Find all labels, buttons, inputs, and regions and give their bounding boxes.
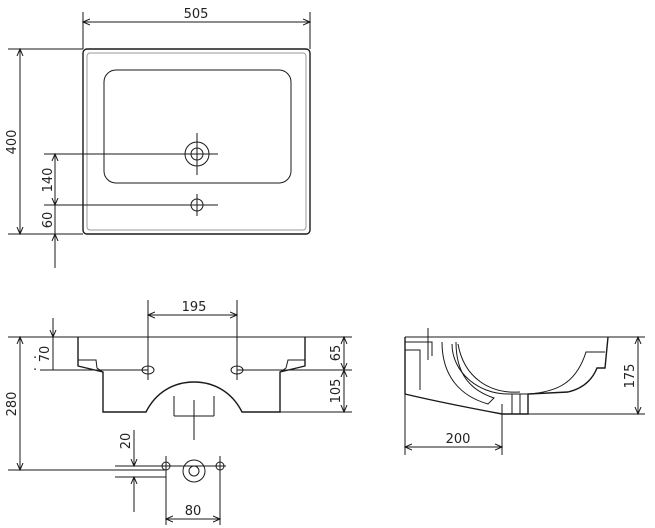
side-view: 175 200 [405,328,645,455]
basin-outline [82,48,311,235]
top-view: 505 400 140 60 [5,7,310,268]
dim-side-height-175: 175 [623,364,638,389]
dim-hole-height-70: 70 [38,346,53,363]
dim-width-505: 505 [184,7,209,22]
svg-text:·: · [33,351,37,366]
drain-outlet-icon [182,459,206,483]
side-body-outline [404,336,609,415]
dim-hole-spacing-195: 195 [182,300,207,315]
dim-total-height-280: 280 [5,392,20,417]
dim-hole-height-65: 65 [329,345,344,362]
svg-text:·: · [33,363,37,378]
dim-edge-offset-60: 60 [41,212,56,229]
dim-height-400: 400 [5,130,20,155]
dim-drain-offset-140: 140 [41,168,56,193]
dim-side-depth-200: 200 [446,432,471,447]
bowl-outline [103,69,292,184]
dim-fixing-spacing-80: 80 [185,504,202,519]
dim-bowl-depth-105: 105 [329,379,344,404]
front-view: 195 70 · · 65 105 280 [5,300,352,525]
front-body-outline [77,337,306,413]
dim-fixing-offset-20: 20 [119,433,134,450]
